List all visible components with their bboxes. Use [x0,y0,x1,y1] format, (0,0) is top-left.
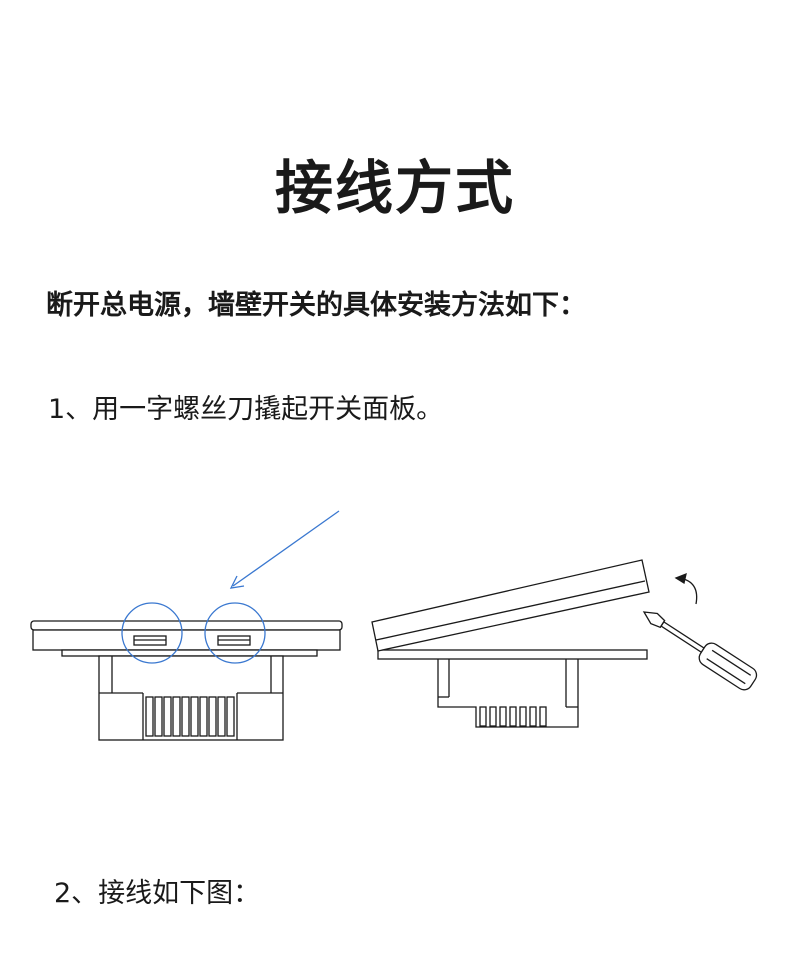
highlight-circle-left [121,602,183,664]
step-1-text: 1、用一字螺丝刀撬起开关面板。 [48,394,444,425]
pointer-arrow-icon [229,510,340,589]
switch-side-view-right [371,559,650,728]
installation-diagram [30,510,758,741]
switch-side-view-left [30,620,343,741]
rotate-arrow-icon [674,572,698,605]
page-title: 接线方式 [274,154,515,222]
screwdriver-icon [642,611,758,691]
highlight-circle-right [204,602,266,664]
intro-text: 断开总电源，墙壁开关的具体安装方法如下： [46,290,586,321]
step-2-text: 2、接线如下图： [54,878,261,909]
